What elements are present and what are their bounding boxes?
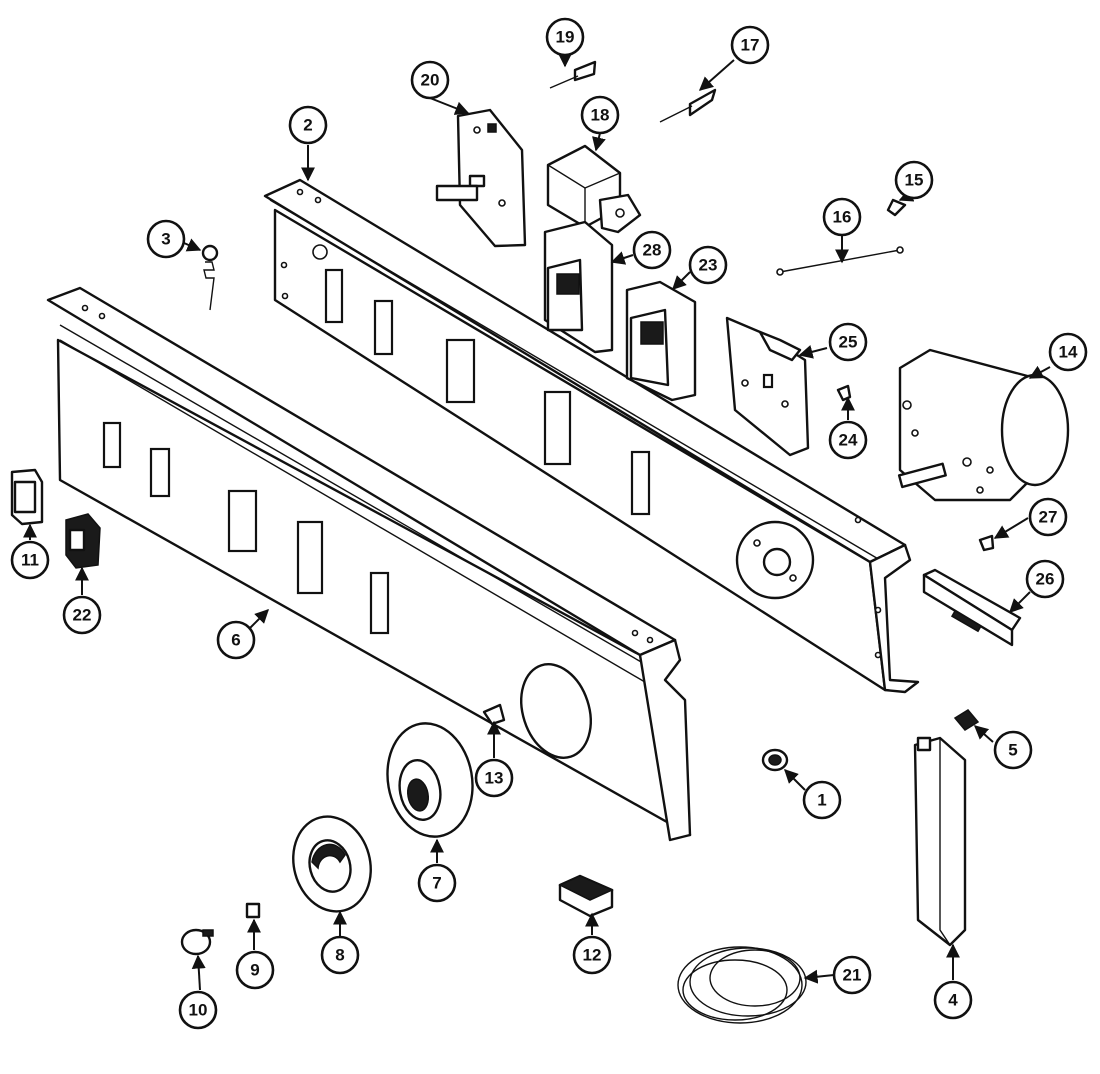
callout-number: 25 (839, 333, 858, 352)
callout-8: 8 (320, 935, 360, 975)
callout-number: 27 (1039, 508, 1058, 527)
callout-number: 2 (303, 116, 312, 135)
callout-number: 13 (485, 769, 504, 788)
callout-number: 18 (591, 106, 610, 125)
callout-24: 24 (828, 420, 868, 460)
callout-13: 13 (474, 758, 514, 798)
callout-number: 11 (21, 551, 39, 570)
callout-1: 1 (802, 780, 842, 820)
callout-number: 21 (843, 966, 862, 985)
callout-number: 5 (1008, 741, 1017, 760)
screw-15 (886, 198, 907, 217)
callout-27: 27 (1028, 497, 1068, 537)
rear-control-panel (263, 178, 920, 694)
callout-3: 3 (146, 219, 186, 259)
relay-bracket (725, 316, 810, 457)
callout-number: 7 (432, 874, 441, 893)
callout-6: 6 (216, 620, 256, 660)
clip-9 (245, 902, 261, 919)
callout-number: 10 (189, 1001, 208, 1020)
callout-number: 28 (643, 241, 662, 260)
rocker-switch-22 (65, 513, 101, 569)
callout-21: 21 (832, 955, 872, 995)
button-1 (761, 748, 789, 772)
callout-number: 1 (817, 791, 826, 810)
callout-7: 7 (417, 863, 457, 903)
screw-17 (659, 88, 717, 123)
callout-14: 14 (1048, 332, 1088, 372)
rocker-switch-28 (543, 220, 614, 354)
callout-number: 26 (1036, 570, 1055, 589)
callout-number: 12 (583, 946, 602, 965)
callout-10: 10 (178, 990, 218, 1030)
screw-27 (978, 534, 995, 552)
callout-28: 28 (632, 230, 672, 270)
callout-number: 15 (905, 171, 924, 190)
callout-4: 4 (933, 980, 973, 1020)
clip-5 (953, 709, 980, 731)
button-10 (180, 928, 214, 956)
end-cap (913, 736, 967, 947)
knob-8 (292, 815, 372, 913)
switch-bracket (435, 108, 527, 248)
callout-number: 17 (741, 36, 760, 55)
callout-number: 4 (948, 991, 958, 1010)
callout-number: 8 (335, 946, 344, 965)
knob-7 (386, 722, 474, 838)
callout-number: 16 (833, 208, 852, 227)
callout-number: 19 (556, 28, 575, 47)
callout-23: 23 (688, 245, 728, 285)
push-pin-13 (482, 703, 506, 726)
callout-number: 22 (73, 606, 92, 625)
callout-9: 9 (235, 950, 275, 990)
indicator-light-11 (10, 468, 44, 526)
callout-16: 16 (822, 197, 862, 237)
circuit-board (922, 568, 1022, 647)
foam-pad (558, 874, 614, 918)
callout-number: 20 (421, 71, 440, 90)
timer (897, 348, 1070, 502)
callout-number: 6 (231, 631, 240, 650)
callout-11: 11 (10, 540, 50, 580)
callout-18: 18 (580, 95, 620, 135)
callout-25: 25 (828, 322, 868, 362)
callout-number: 9 (250, 961, 259, 980)
callout-17: 17 (730, 25, 770, 65)
callout-2: 2 (288, 105, 328, 145)
front-control-panel (46, 286, 692, 842)
rocker-switch-23 (625, 280, 697, 402)
jumper-wire (776, 246, 904, 276)
switch-module (546, 144, 642, 234)
screw-19 (549, 60, 597, 89)
callout-26: 26 (1025, 559, 1065, 599)
callout-number: 14 (1059, 343, 1078, 362)
screw-24 (836, 384, 852, 402)
screw-3 (201, 244, 219, 311)
callout-number: 3 (161, 230, 170, 249)
callout-19: 19 (545, 17, 585, 57)
callout-number: 23 (699, 256, 718, 275)
callout-12: 12 (572, 935, 612, 975)
callout-5: 5 (993, 730, 1033, 770)
leader-lines (23, 53, 1051, 991)
callout-20: 20 (410, 60, 450, 100)
callout-number: 24 (839, 431, 858, 450)
callout-15: 15 (894, 160, 934, 200)
callout-22: 22 (62, 595, 102, 635)
wire-harness (677, 946, 807, 1024)
